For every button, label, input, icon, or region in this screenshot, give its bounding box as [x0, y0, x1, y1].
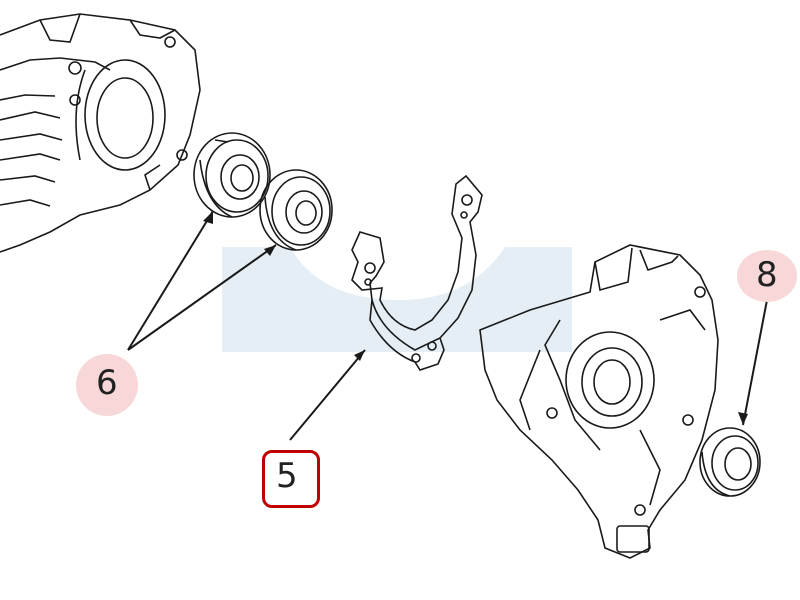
callout-8-label: 8 — [756, 255, 778, 295]
leader-arrowheads — [203, 211, 748, 425]
watermark-arch — [290, 247, 505, 300]
bearing-6b — [259, 169, 333, 251]
leader-lines — [127, 210, 768, 441]
bearing-6a — [193, 132, 271, 218]
callout-8-highlight — [737, 250, 797, 302]
callout-6-label: 6 — [96, 363, 118, 403]
bearing-8 — [699, 427, 761, 497]
callout-5-box — [262, 450, 320, 508]
crankcase-part — [0, 13, 201, 253]
callout-5-label: 5 — [276, 456, 298, 496]
gasket-part — [351, 174, 483, 371]
callout-6-highlight — [76, 354, 138, 416]
housing-part — [479, 244, 719, 559]
